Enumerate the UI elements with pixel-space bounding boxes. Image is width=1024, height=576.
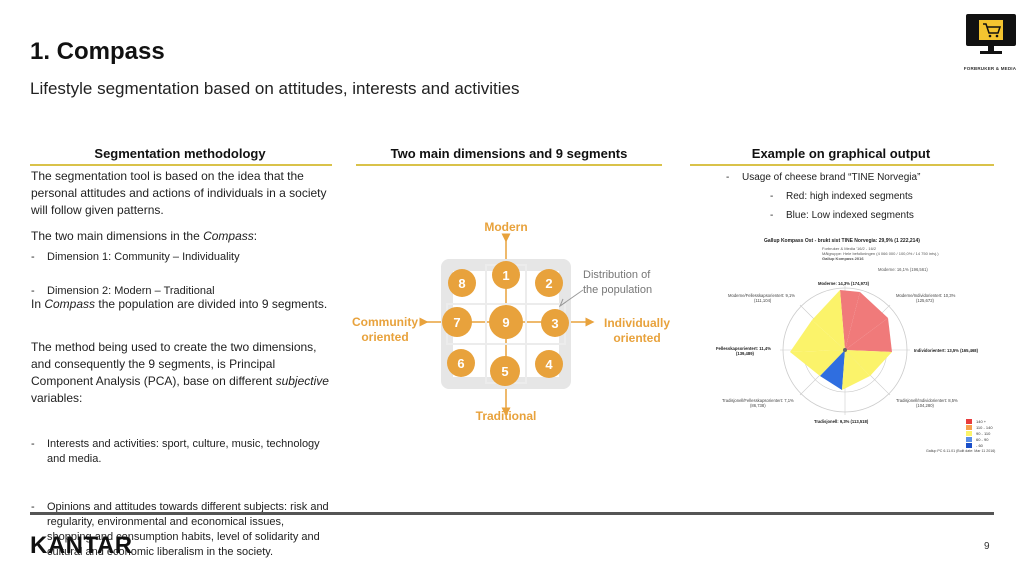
footer-rule <box>30 512 994 515</box>
label-community: Community <box>352 315 418 329</box>
sector-individual-low <box>845 350 892 376</box>
label-modern-community-pct: Moderne/Fellesskapsorientert: 9,1% <box>728 293 796 298</box>
legend-item: 60 - 90 <box>966 436 993 442</box>
example-line-1: Usage of cheese brand “TINE Norvegia” <box>726 170 976 185</box>
segments-intro: In Compass the population are divided in… <box>31 296 331 313</box>
segment-5: 5 <box>490 356 520 386</box>
sector-trad-community <box>790 350 845 376</box>
variables-interests: Interests and activities: sport, culture… <box>31 437 321 467</box>
heading-example: Example on graphical output <box>751 146 931 161</box>
dimensions-intro-emphasis: Compass <box>203 229 254 243</box>
chart-legend: 140 + 110 - 140 90 - 110 60 - 90 - 60 <box>966 418 993 448</box>
chart-footer: Gallup PC 6.11.01 (Built date: Mar 11 20… <box>926 449 996 453</box>
heading-methodology: Segmentation methodology <box>94 146 266 161</box>
segment-1: 1 <box>492 261 520 289</box>
label-modern-right: Moderne: 16,1% (196,561) <box>878 267 928 272</box>
heading-rule-left <box>30 164 332 166</box>
label-trad-community-val: (86,738) <box>750 403 766 408</box>
sector-individual <box>845 318 892 352</box>
label-individually-oriented: oriented <box>613 331 661 345</box>
label-individually: Individually <box>603 316 670 330</box>
segments-intro-emphasis: Compass <box>44 297 96 311</box>
legend-item-label: 140 + <box>976 418 987 424</box>
label-modern: Modern <box>484 220 528 234</box>
sector-community <box>790 320 845 352</box>
legend-item: 140 + <box>966 418 993 424</box>
segment-2: 2 <box>535 269 563 297</box>
label-modern-community-val: (111,104) <box>754 298 772 303</box>
sector-modern-individual <box>845 292 888 350</box>
label-community-oriented: oriented <box>361 330 409 344</box>
example-line-red: Red: high indexed segments <box>770 189 970 204</box>
pca-emphasis: subjective <box>275 374 329 388</box>
label-trad-individual-val: (104,280) <box>916 403 934 408</box>
chart-subtitle: Forbruker & Media '16/2 - 16/2 Målgruppe… <box>822 246 939 261</box>
page-number: 9 <box>984 541 990 552</box>
dimension-1: Dimension 1: Community – Individuality <box>31 250 331 265</box>
page-subtitle: Lifestyle segmentation based on attitude… <box>30 79 520 98</box>
heading-rule-middle <box>356 164 662 166</box>
methodology-intro: The segmentation tool is based on the id… <box>31 169 327 217</box>
dimensions-intro-text: The two main dimensions in the <box>31 229 204 243</box>
legend-item-label: 90 - 110 <box>976 430 991 436</box>
dimensions-intro: The two main dimensions in the Compass: <box>31 228 331 245</box>
kantar-logo: KANTAR <box>30 532 133 559</box>
legend-item: - 60 <box>966 442 993 448</box>
label-modern-individual-val: (125,672) <box>916 298 934 303</box>
pca-text: The method being used to create the two … <box>31 340 317 388</box>
cart-monitor-icon <box>964 12 1018 56</box>
label-trad-community-pct: Tradisjonell/Fellesskapsorientert: 7,1% <box>722 398 794 403</box>
label-individual-chart: Individorientert: 13,5% (165,468) <box>914 348 978 353</box>
pca-paragraph: The method being used to create the two … <box>31 339 331 407</box>
label-trad-individual: Tradisjonell/Individorientert: 8,5%(104,… <box>896 398 958 408</box>
heading-dimensions: Two main dimensions and 9 segments <box>390 146 628 161</box>
label-modern-chart: Moderne: 14,3% (174,973) <box>818 281 869 286</box>
heading-rule-right <box>690 164 994 166</box>
chart-subtitle-line-1: Forbruker & Media '16/2 - 16/2 <box>822 246 877 251</box>
label-trad-community: Tradisjonell/Fellesskapsorientert: 7,1%(… <box>722 398 794 408</box>
dimensions-intro-colon: : <box>253 229 258 243</box>
legend-item: 90 - 110 <box>966 430 993 436</box>
chart-subtitle-line-2: Målgruppe: Hele befolkningen (4 066 000 … <box>822 251 939 256</box>
legend-item-label: 110 - 140 <box>976 424 993 430</box>
label-traditional: Traditional <box>475 409 537 423</box>
segments-intro-text: In <box>31 297 45 311</box>
sector-traditional <box>820 350 845 390</box>
label-modern-individual: Moderne/Individorientert: 10,3%(125,672) <box>896 293 955 303</box>
label-trad-individual-pct: Tradisjonell/Individorientert: 8,5% <box>896 398 958 403</box>
distribution-annotation: Distribution of the population <box>583 269 653 296</box>
dimension-2: Dimension 2: Modern – Traditional <box>31 284 331 299</box>
label-traditional-chart: Tradisjonell: 9,3% (113,518) <box>814 419 869 424</box>
chart-title: Gallup Kompass Ost - brukt sist TINE Nor… <box>764 238 920 244</box>
segment-4: 4 <box>535 350 563 378</box>
brand-label: FORBRUKER & MEDIA <box>963 66 1017 71</box>
legend-item-label: - 60 <box>976 442 983 448</box>
segment-7: 7 <box>442 307 472 337</box>
segments-intro-rest: the population are divided into 9 segmen… <box>95 297 328 311</box>
pca-rest: variables: <box>31 391 83 405</box>
compass-radar-chart <box>780 285 910 415</box>
segment-6: 6 <box>447 349 475 377</box>
segment-3: 3 <box>541 309 569 337</box>
example-line-blue: Blue: Low indexed segments <box>770 208 970 223</box>
sector-modern-community <box>812 290 845 350</box>
label-modern-community: Moderne/Fellesskapsorientert: 9,1%(111,1… <box>728 293 795 303</box>
legend-item-label: 60 - 90 <box>976 436 989 442</box>
label-community-pct: Fellesskapsorientert: 11,4% <box>716 346 771 351</box>
variables-opinions: Opinions and attitudes towards different… <box>31 500 331 560</box>
page-title: 1. Compass <box>30 38 165 65</box>
label-modern-individual-pct: Moderne/Individorientert: 10,3% <box>896 293 956 298</box>
sector-trad-individual <box>842 350 870 390</box>
legend-item: 110 - 140 <box>966 424 993 430</box>
segment-8: 8 <box>448 269 476 297</box>
sector-modern <box>840 290 860 350</box>
label-community-val: (139,489) <box>736 351 754 356</box>
segment-9: 9 <box>489 305 523 339</box>
chart-subtitle-line-3: Gallup Kompass 2016 <box>822 256 864 261</box>
label-community-chart: Fellesskapsorientert: 11,4%(139,489) <box>716 346 771 356</box>
